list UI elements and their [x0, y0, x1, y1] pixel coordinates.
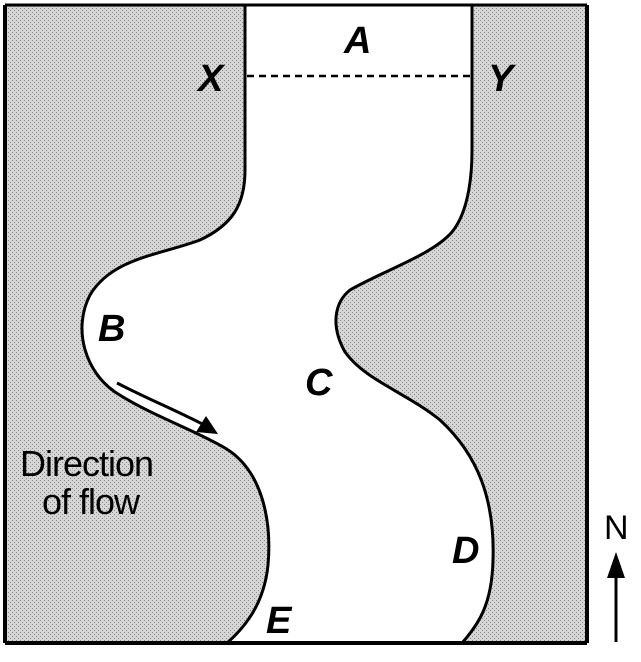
label-d: D [452, 530, 479, 572]
label-b: B [98, 308, 125, 350]
north-arrow-icon [607, 552, 625, 578]
north-label: N [604, 509, 629, 547]
label-a: A [343, 20, 371, 62]
flow-arrowhead [196, 416, 218, 434]
label-e: E [266, 600, 293, 642]
label-x: X [196, 58, 226, 100]
label-c: C [305, 362, 333, 404]
flow-label-line2: of flow [42, 481, 141, 522]
flow-arrow-shaft [116, 381, 211, 430]
label-y: Y [488, 58, 517, 100]
flow-label-line1: Direction [20, 443, 153, 484]
